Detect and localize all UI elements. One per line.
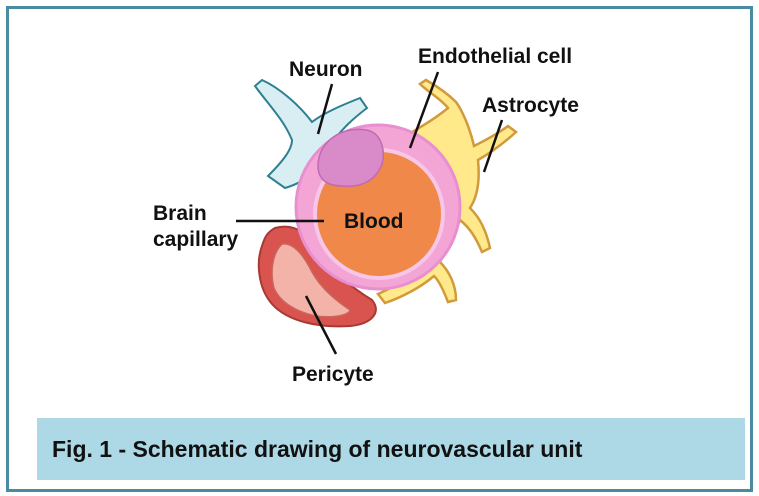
caption-box: Fig. 1 - Schematic drawing of neurovascu… (37, 418, 745, 480)
label-endothelial-cell: Endothelial cell (418, 45, 572, 68)
label-neuron: Neuron (289, 58, 363, 81)
label-brain-line1: Brain (153, 202, 207, 225)
label-blood: Blood (344, 210, 403, 233)
label-pericyte: Pericyte (292, 363, 374, 386)
figure-caption: Fig. 1 - Schematic drawing of neurovascu… (52, 436, 582, 463)
label-brain-line2: capillary (153, 228, 239, 251)
label-astrocyte: Astrocyte (482, 94, 579, 117)
